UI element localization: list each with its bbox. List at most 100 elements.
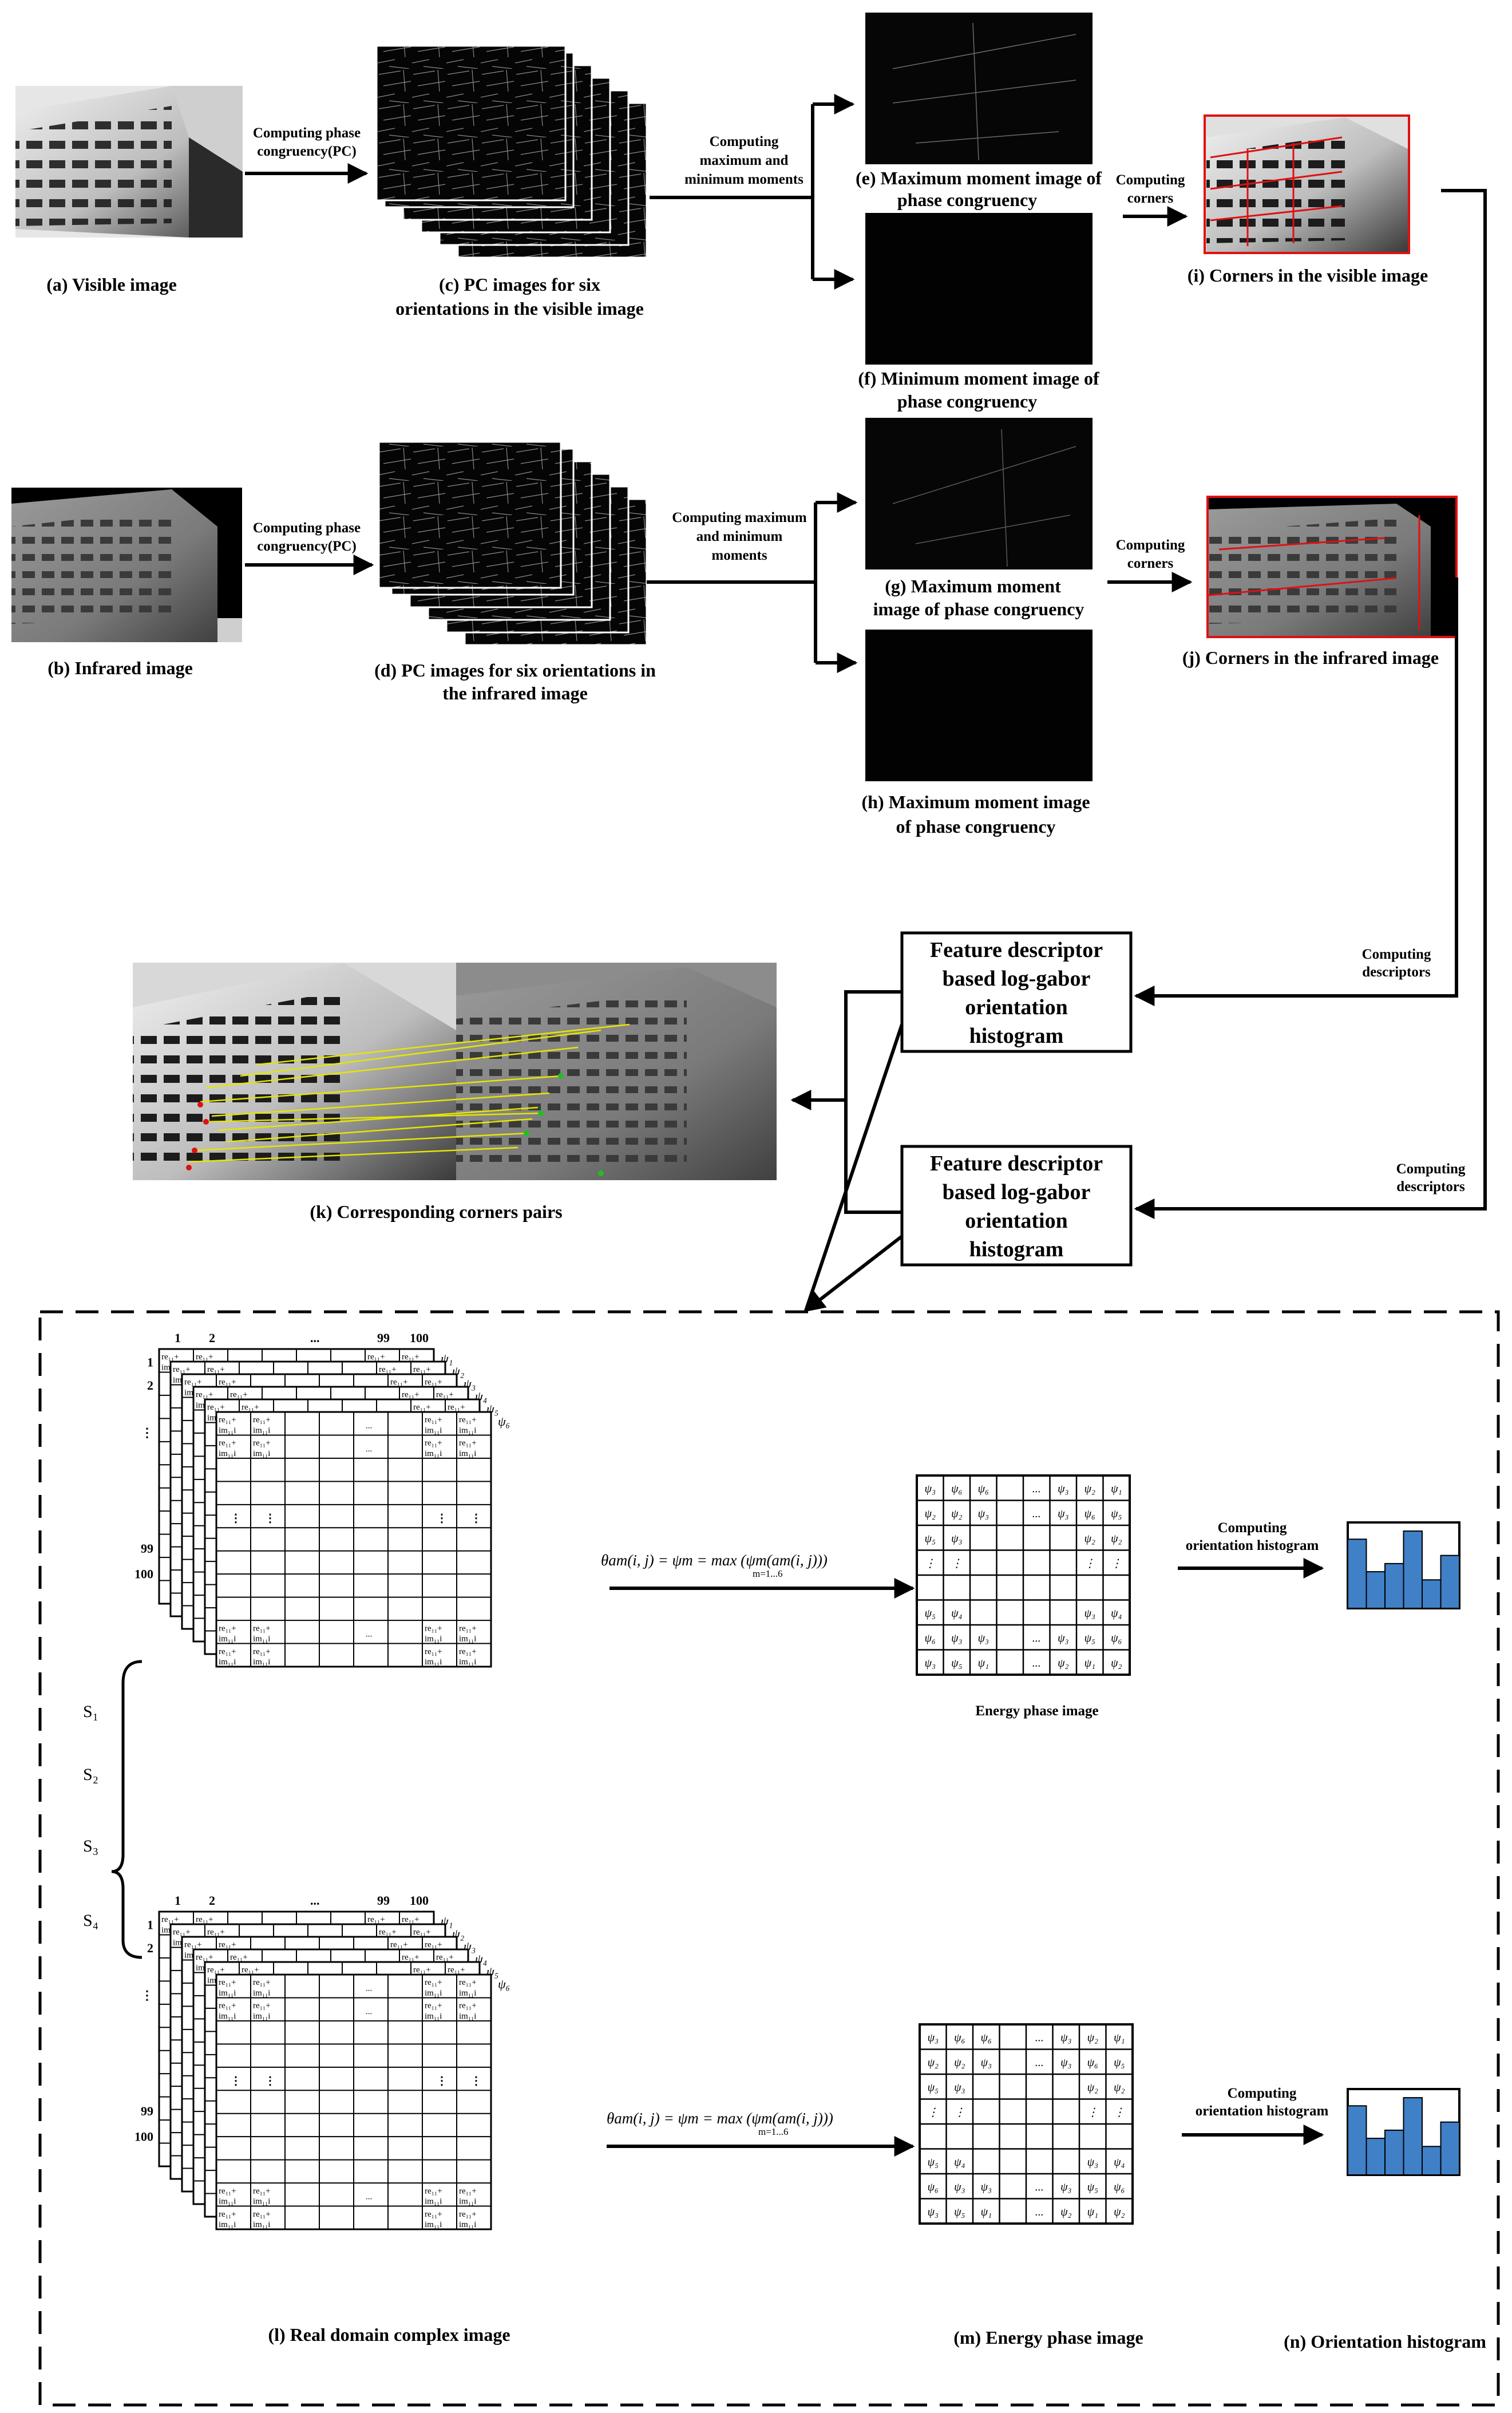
energy-cell: ψ₃ (925, 1657, 936, 1670)
histogram-bar (1347, 1538, 1367, 1609)
caption-f: (f) Minimum moment image of (858, 368, 1099, 389)
caption-h: (h) Maximum moment image (861, 792, 1090, 812)
energy-cell: ψ₆ (1084, 1508, 1095, 1520)
arrow-label: Computing phase (253, 520, 361, 536)
layer-label: ψ₆ (498, 1414, 510, 1429)
cell-text: im₁₁i (253, 1635, 270, 1644)
cell-text: re₁₁+ (207, 1365, 225, 1374)
arrow-label: Computing (1116, 537, 1185, 553)
caption-i: (i) Corners in the visible image (1188, 265, 1428, 286)
energy-cell: ... (1032, 1508, 1041, 1520)
cell-text: re₁₁+ (253, 1624, 271, 1633)
arrow-label: corners (1127, 556, 1174, 571)
cell-text: re₁₁+ (219, 1940, 236, 1949)
cell-vdots: ⋮ (470, 2075, 482, 2087)
cell-vdots: ⋮ (436, 1512, 448, 1525)
col-label: 2 (209, 1893, 215, 1908)
caption-n: (n) Orientation histogram (1284, 2331, 1486, 2352)
cell-dots: ... (366, 1629, 372, 1639)
energy-cell: ... (1035, 2181, 1044, 2194)
arrow-label: Computing (1116, 172, 1185, 188)
energy-cell: ψ₂ (1114, 2206, 1125, 2218)
cell-text: re₁₁+ (425, 1378, 442, 1387)
energy-cell: ... (1032, 1483, 1041, 1496)
cell-text: re₁₁+ (367, 1352, 385, 1362)
cell-text: re₁₁+ (173, 1928, 191, 1937)
cell-text: im₁₁i (253, 1426, 270, 1435)
cell-text: re₁₁+ (219, 1378, 236, 1387)
layer-label: ψ₆ (498, 1977, 510, 1991)
cell-text: im₁₁i (425, 1988, 442, 1997)
cell-text: im₁₁i (219, 1635, 236, 1644)
cell-dots: ... (366, 1421, 372, 1430)
energy-cell: ... (1032, 1657, 1041, 1670)
cell-text: im₁₁i (459, 1658, 476, 1667)
cell-text: re₁₁+ (425, 2001, 442, 2011)
energy-cell: ψ₃ (954, 2082, 965, 2094)
cell-text: re₁₁+ (219, 1415, 236, 1425)
equation-top: θam(i, j) = ψm = max (ψm(am(i, j))) (601, 1552, 828, 1569)
cell-vdots: ⋮ (264, 2075, 276, 2087)
energy-cell: ψ₁ (981, 2206, 992, 2218)
arrow-label: congruency(PC) (257, 539, 357, 554)
energy-cell: ψ₂ (1060, 2206, 1071, 2218)
col-label: 1 (175, 1331, 181, 1345)
row-label: ⋮ (141, 1988, 153, 2003)
arrow-label: corners (1127, 191, 1174, 206)
energy-cell: ψ₂ (1087, 2082, 1098, 2094)
energy-cell: ψ₆ (954, 2032, 965, 2044)
cell-text: re₁₁+ (413, 1403, 431, 1412)
cell-text: re₁₁+ (219, 2001, 236, 2011)
energy-cell: ψ₃ (951, 1632, 962, 1645)
complex-image-stack-bottom: re₁₁+im₁₁ire₁₁+im₁₁ire₁₁+im₁₁ire₁₁+im₁₁i… (134, 1893, 510, 2230)
energy-cell: ψ₂ (1114, 2082, 1125, 2094)
energy-cell: ψ₁ (978, 1657, 989, 1670)
max-moment-visible (865, 13, 1093, 164)
caption-g: image of phase congruency (873, 599, 1084, 619)
energy-cell: ψ₂ (1058, 1657, 1068, 1670)
cell-text: re₁₁+ (425, 1940, 442, 1949)
energy-cell: ψ₂ (951, 1508, 962, 1520)
cell-text: re₁₁+ (425, 2210, 442, 2219)
col-label: ... (310, 1331, 320, 1345)
energy-cell: ψ₄ (1111, 1607, 1122, 1620)
cell-dots: ... (366, 2192, 372, 2201)
energy-cell: ψ₃ (978, 1508, 989, 1520)
cell-text: re₁₁+ (219, 1978, 236, 1987)
cell-text: im₁₁i (219, 2012, 236, 2021)
histogram-bar (1403, 2097, 1423, 2176)
energy-cell: ... (1035, 2206, 1044, 2218)
detail-frame (38, 1310, 1500, 2407)
arrow-label: and minimum (696, 529, 783, 544)
equation-sub: m=1...6 (753, 1568, 783, 1579)
histogram-bar (1403, 1530, 1423, 1609)
cell-text: re₁₁+ (253, 1647, 271, 1656)
scale-label: S₁ (83, 1702, 98, 1721)
col-label: ... (310, 1893, 320, 1908)
arrow-label: congruency(PC) (257, 144, 357, 159)
energy-cell: ψ₃ (1060, 2181, 1071, 2194)
cell-text: im₁₁i (253, 2220, 270, 2229)
cell-text: re₁₁+ (196, 1915, 213, 1924)
orientation-histogram-top (1347, 1521, 1460, 1609)
energy-cell: ψ₃ (978, 1632, 989, 1645)
col-label: 99 (377, 1893, 390, 1908)
cell-text: re₁₁+ (459, 1439, 477, 1448)
energy-cell: ψ₅ (954, 2206, 965, 2218)
cell-text: re₁₁+ (161, 1915, 179, 1924)
arrow-label: minimum moments (684, 172, 804, 187)
cell-text: re₁₁+ (425, 1624, 442, 1633)
cell-text: re₁₁+ (425, 1439, 442, 1448)
cell-dots: ... (366, 2007, 372, 2016)
cell-text: re₁₁+ (425, 1415, 442, 1425)
cell-text: re₁₁+ (196, 1953, 213, 1962)
row-label: 100 (134, 1567, 153, 1581)
cell-text: re₁₁+ (219, 2186, 236, 2196)
caption-c: (c) PC images for six (439, 274, 600, 295)
cell-text: im₁₁i (425, 2197, 442, 2206)
cell-text: re₁₁+ (196, 1390, 213, 1399)
energy-cell: ψ₄ (1114, 2156, 1125, 2169)
equation-sub: m=1...6 (758, 2126, 789, 2137)
